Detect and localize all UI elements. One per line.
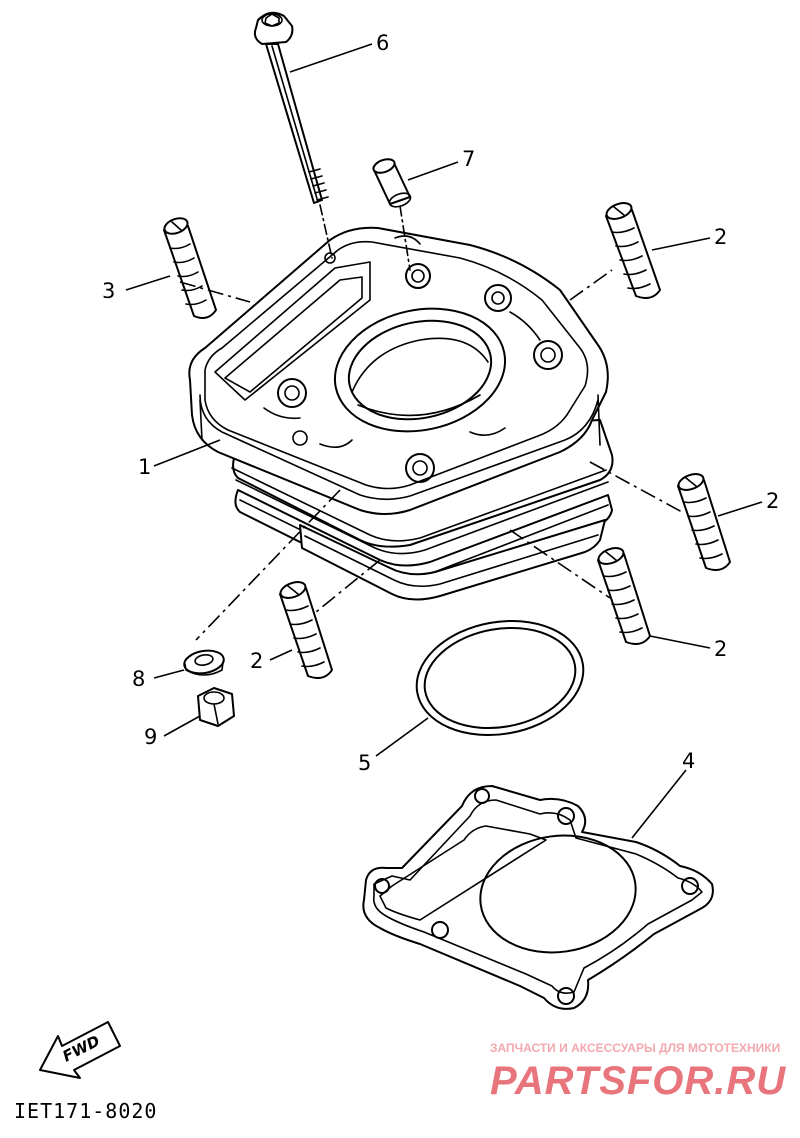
watermark-brand: PARTSFOR.RU	[490, 1059, 786, 1103]
stud-bolt-3	[163, 217, 217, 319]
cylinder-bolt	[253, 11, 333, 259]
drawing-code: IET171-8020	[14, 1099, 157, 1123]
callout-2-top: 2	[714, 225, 727, 249]
callout-7: 7	[462, 147, 475, 171]
cylinder-block	[188, 226, 614, 601]
callout-2-mid: 2	[766, 489, 779, 513]
callout-4: 4	[682, 749, 695, 773]
nut	[197, 687, 235, 727]
callout-9: 9	[144, 725, 157, 749]
callout-5: 5	[358, 751, 371, 775]
base-gasket	[362, 785, 714, 1010]
dowel-pin	[372, 158, 412, 271]
callout-3: 3	[102, 279, 115, 303]
stud-bolt-2-lower-right	[597, 547, 651, 645]
watermark-tagline: ЗАПЧАСТИ И АКСЕССУАРЫ ДЛЯ МОТОТЕХНИКИ	[490, 1041, 780, 1055]
stud-bolt-2-top-right	[605, 202, 661, 299]
stud-bolt-2-lower-left	[279, 581, 333, 679]
callout-2-lower-left: 2	[250, 649, 263, 673]
callout-8: 8	[132, 667, 145, 691]
stud-bolt-2-mid-right	[677, 473, 731, 571]
o-ring	[415, 619, 585, 737]
callout-1: 1	[138, 455, 151, 479]
center-lines	[179, 269, 683, 641]
callout-numbers: 6 7 2 3 1 2 2 2 8 9 5 4	[102, 31, 779, 775]
fwd-arrow: FWD	[39, 1021, 121, 1079]
watermark-logo: ЗАПЧАСТИ И АКСЕССУАРЫ ДЛЯ МОТОТЕХНИКИ PA…	[490, 1041, 786, 1103]
callout-2-lower-right: 2	[714, 637, 727, 661]
washer	[183, 649, 225, 676]
leader-lines	[125, 43, 763, 839]
callout-6: 6	[376, 31, 389, 55]
